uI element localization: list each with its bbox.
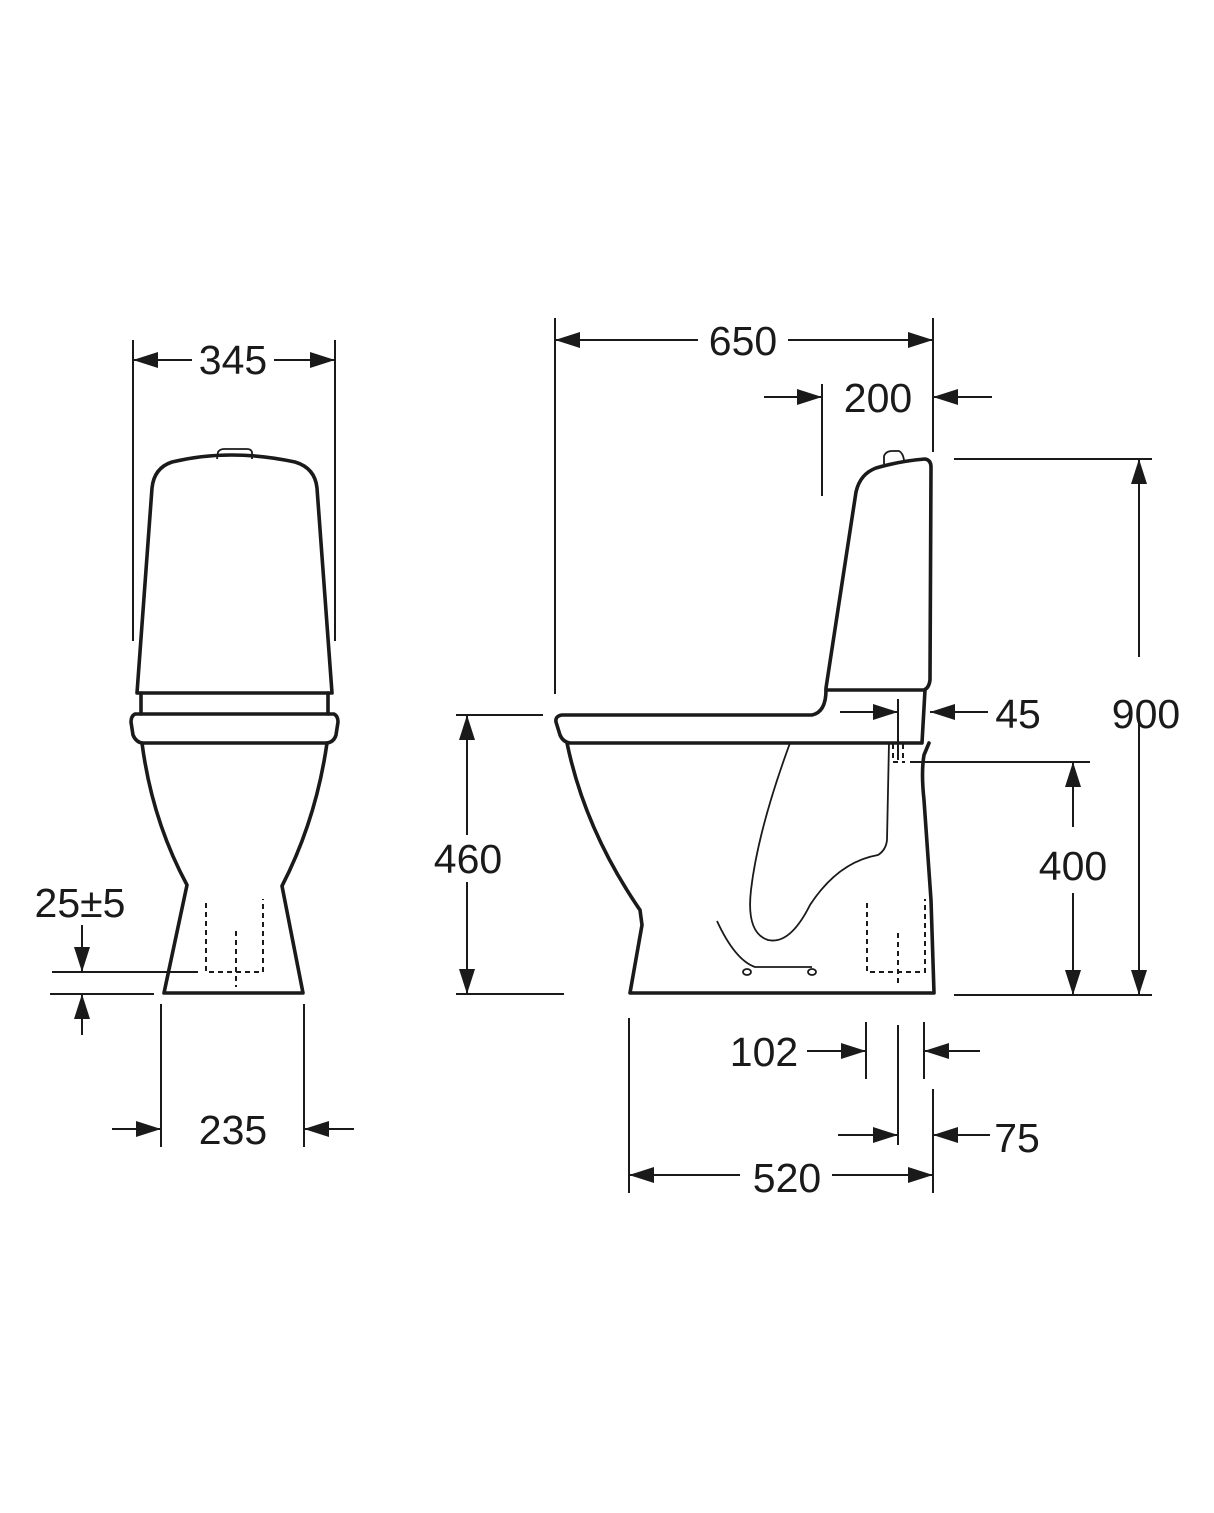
side-view: 650 200 900 45 [434, 318, 1180, 1201]
dimension-tank-depth: 200 [764, 375, 992, 496]
front-seat [129, 712, 340, 745]
label-102: 102 [730, 1029, 798, 1075]
label-460: 460 [434, 836, 502, 882]
label-25-5: 25±5 [35, 880, 126, 926]
dimension-wall-gap: 45 [840, 691, 1041, 760]
label-200: 200 [844, 375, 912, 421]
dimension-overall-width: 345 [132, 337, 336, 641]
dimension-overall-height: 900 [954, 458, 1180, 996]
front-bowl [140, 741, 329, 995]
label-45: 45 [995, 691, 1041, 737]
side-tank [824, 450, 933, 692]
dimension-seat-height: 460 [434, 714, 564, 995]
front-tank [135, 448, 334, 716]
label-400: 400 [1039, 843, 1107, 889]
dimension-outlet-height: 25±5 [35, 880, 198, 1035]
front-view: 345 25±5 235 [35, 337, 354, 1153]
label-900: 900 [1112, 691, 1180, 737]
dimension-overall-depth: 650 [554, 318, 934, 694]
dimension-inlet-height: 400 [910, 761, 1107, 995]
dimension-outlet-offset: 75 [838, 1025, 1040, 1193]
label-345: 345 [199, 337, 267, 383]
dimension-foot-width: 235 [112, 1004, 354, 1153]
label-650: 650 [709, 318, 777, 364]
dimension-foot-depth: 520 [628, 1018, 933, 1201]
label-520: 520 [753, 1155, 821, 1201]
label-75: 75 [994, 1115, 1040, 1161]
side-bowl [565, 741, 936, 995]
label-235: 235 [199, 1107, 267, 1153]
dimension-outlet-diameter: 102 [730, 1022, 980, 1079]
side-seat [554, 688, 927, 745]
